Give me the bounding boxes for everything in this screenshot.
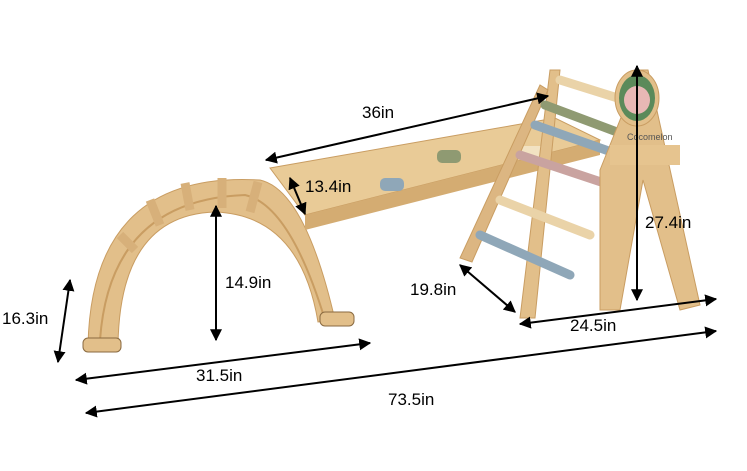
dim-line-arch-depth xyxy=(53,278,75,364)
arch-climber xyxy=(82,178,355,353)
dim-line-ramp-length xyxy=(264,92,550,164)
dim-line-total-length xyxy=(84,326,718,418)
label-ramp-width: 13.4in xyxy=(305,177,352,196)
label-triangle-depth: 19.8in xyxy=(410,280,457,299)
label-ramp-length: 36in xyxy=(362,103,395,122)
logo-text: Cocomelon xyxy=(627,132,673,142)
label-arch-depth: 16.3in xyxy=(2,309,49,328)
label-arch-height: 14.9in xyxy=(225,273,272,292)
label-triangle-height: 27.4in xyxy=(645,213,692,232)
dimension-lines xyxy=(53,64,718,418)
dim-line-triangle-width xyxy=(518,294,718,329)
dim-line-triangle-depth xyxy=(459,264,516,313)
label-arch-length: 31.5in xyxy=(196,366,243,385)
label-total-length: 73.5in xyxy=(388,390,435,409)
label-triangle-width: 24.5in xyxy=(570,316,617,335)
dim-line-ramp-width xyxy=(288,176,307,216)
